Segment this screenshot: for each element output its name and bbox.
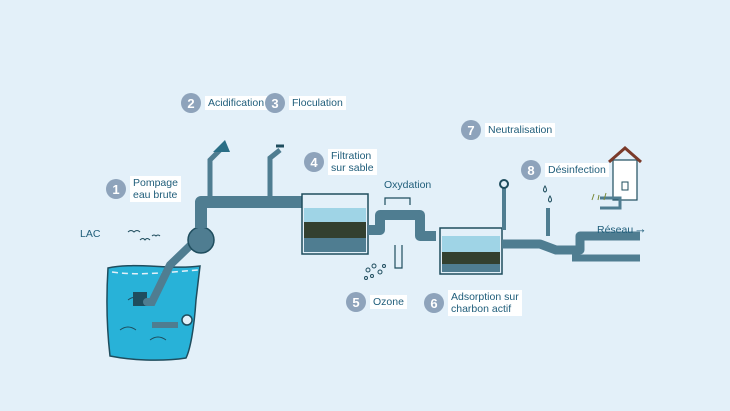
step-badge: 8 [521, 160, 541, 180]
step-badge: 5 [346, 292, 366, 312]
bird-icon [127, 230, 161, 241]
step-badge: 3 [265, 93, 285, 113]
step-badge: 4 [304, 152, 324, 172]
sand-filter-tank [301, 193, 369, 255]
house-icon [591, 146, 642, 210]
funnel-icon [207, 140, 230, 196]
carbon-tank [439, 227, 503, 275]
pump-icon [133, 226, 215, 328]
faucet-icon [267, 144, 284, 196]
step-label: Ozone [370, 295, 407, 309]
network-label: Réseau [597, 224, 634, 236]
step-badge: 7 [461, 120, 481, 140]
step-1-pompage: 1 Pompage eau brute [106, 176, 181, 202]
step-label: Floculation [289, 96, 346, 110]
step-badge: 2 [181, 93, 201, 113]
step-2-acidification: 2 Acidification [181, 93, 268, 113]
step-5-ozone: 5 Ozone [346, 292, 407, 312]
step-label: Pompage eau brute [130, 176, 181, 202]
ozone-bubbles-icon [364, 263, 386, 280]
step-label: Filtration sur sable [328, 149, 377, 175]
step-4-filtration: 4 Filtration sur sable [304, 149, 377, 175]
network-arrow-icon: → [634, 221, 647, 236]
lake-label: LAC [80, 228, 101, 240]
lake-icon [106, 264, 201, 361]
step-3-floculation: 3 Floculation [265, 93, 346, 113]
step-7-neutralisation: 7 Neutralisation [461, 120, 556, 140]
step-8-desinfection: 8 Désinfection [521, 160, 609, 180]
step-label: Neutralisation [485, 123, 556, 137]
step-badge: 1 [106, 179, 126, 199]
step-label: Acidification [205, 96, 268, 110]
step-6-adsorption: 6 Adsorption sur charbon actif [424, 290, 522, 316]
step-label: Adsorption sur charbon actif [448, 290, 522, 316]
step-badge: 6 [424, 293, 444, 313]
step-label: Désinfection [545, 163, 609, 177]
oxydation-label: Oxydation [384, 179, 432, 191]
water-drop-icon [543, 185, 552, 203]
